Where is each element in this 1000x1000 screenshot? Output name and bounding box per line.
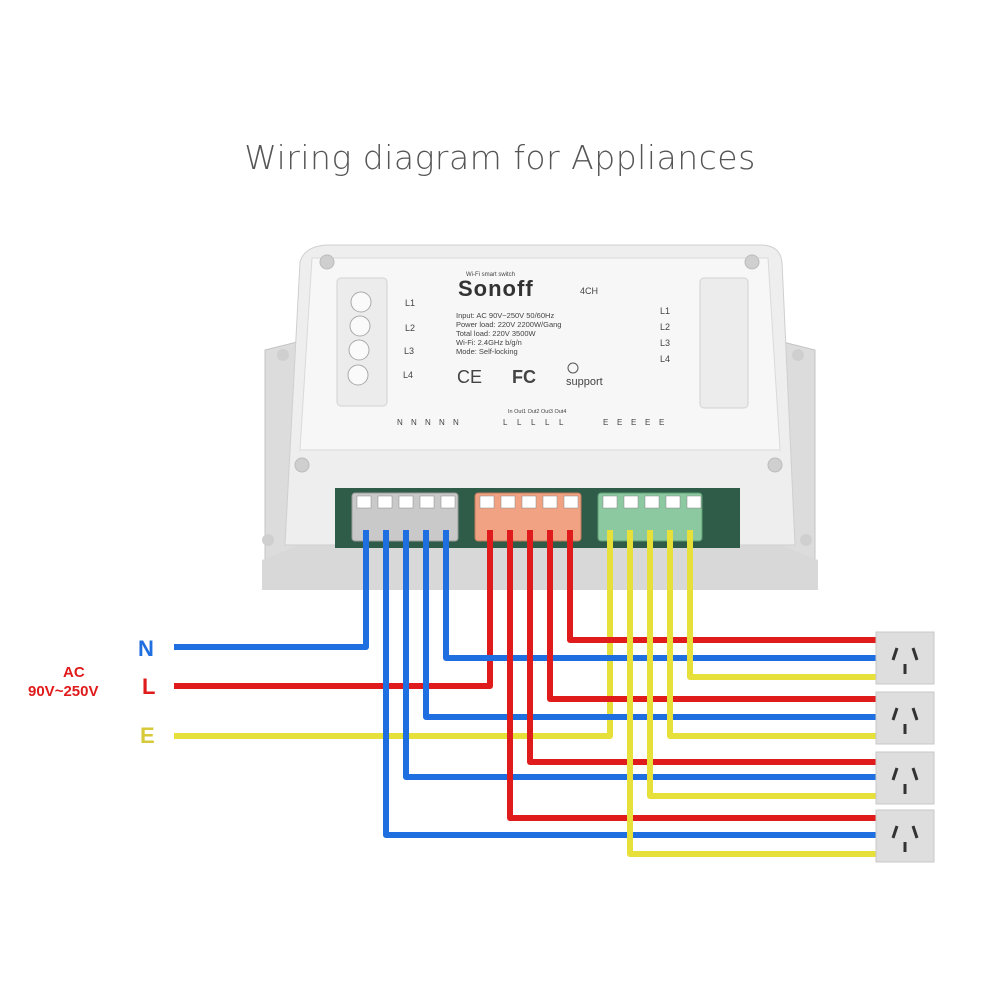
led-label-right-1: L1 [660,306,670,316]
line-out-3 [527,530,876,765]
device-tagline: Wi-Fi smart switch [466,272,515,278]
ac-label: AC [63,664,85,681]
channel-button-2 [349,315,371,337]
svg-text:E: E [617,418,622,427]
spec-line-3: Total load: 220V 3500W [456,329,537,338]
voltage-label: 90V~250V [28,683,98,700]
led-label-right-3: L3 [660,338,670,348]
spec-line-4: Wi-Fi: 2.4GHz b/g/n [456,338,522,347]
line-out-2 [547,530,876,702]
svg-text:N: N [411,418,417,427]
sonoff-device: L1 L2 L3 L4 L1 L2 L3 L4 Wi-Fi smart swit… [262,244,818,590]
screw-hole [744,254,760,270]
svg-text:E: E [631,418,636,427]
page-title: Wiring diagram for Appliances [244,138,756,177]
svg-text:L: L [531,418,536,427]
neutral-out-4 [383,530,876,838]
earth-out-3 [647,530,876,799]
screw-hole [800,534,812,546]
led-label-right-2: L2 [660,322,670,332]
line-out-1 [567,530,876,643]
line-label: L [142,674,155,699]
fcc-mark: FC [512,367,536,387]
svg-text:N: N [453,418,459,427]
svg-text:N: N [439,418,445,427]
socket-3 [875,751,935,805]
svg-text:L: L [503,418,508,427]
line-out-4 [507,530,876,821]
spec-line-5: Mode: Self-locking [456,347,518,356]
socket-1 [875,631,935,685]
screw-hole [277,349,289,361]
screw-hole [294,457,310,473]
led-label-right-4: L4 [660,354,670,364]
neutral-out-3 [403,530,876,780]
neutral-markings: N N N N N [397,418,459,427]
earth-out-1 [687,530,876,680]
led-label-left-2: L2 [405,323,415,333]
svg-text:E: E [603,418,608,427]
device-model: 4CH [580,286,598,296]
svg-text:L: L [517,418,522,427]
channel-button-3 [348,339,370,361]
neutral-out-2 [423,530,876,720]
earth-label: E [140,723,155,748]
screw-hole [792,349,804,361]
spec-line-1: Input: AC 90V~250V 50/60Hz [456,311,554,320]
wires [174,530,876,857]
svg-text:E: E [645,418,650,427]
neutral-label: N [138,636,154,661]
led-label-left-3: L3 [404,346,414,356]
svg-text:L: L [559,418,564,427]
screw-hole [262,534,274,546]
socket-4 [875,809,935,863]
led-label-left-1: L1 [405,298,415,308]
svg-text:N: N [425,418,431,427]
svg-text:E: E [659,418,664,427]
led-label-left-4: L4 [403,370,413,380]
earth-out-4 [627,530,876,857]
earth-markings: E E E E E [603,418,664,427]
channel-button-1 [350,291,372,313]
earth-supply-wire [174,530,613,739]
line-markings: L L L L L [503,418,564,427]
terminal-header: In Out1 Out2 Out3 Out4 [508,409,566,415]
svg-text:N: N [397,418,403,427]
support-label: support [566,376,603,388]
earth-out-2 [667,530,876,739]
brand-logo: Sonoff [458,276,534,301]
neutral-supply-wire [174,530,369,650]
socket-2 [875,691,935,745]
screw-hole [767,457,783,473]
channel-button-4 [347,364,369,386]
screw-hole [319,254,335,270]
ce-mark: CE [457,367,482,387]
support-icon [567,362,579,374]
spec-line-2: Power load: 220V 2200W/Gang [456,320,561,329]
line-supply-wire [174,530,493,689]
svg-text:L: L [545,418,550,427]
neutral-out-1 [443,530,876,661]
